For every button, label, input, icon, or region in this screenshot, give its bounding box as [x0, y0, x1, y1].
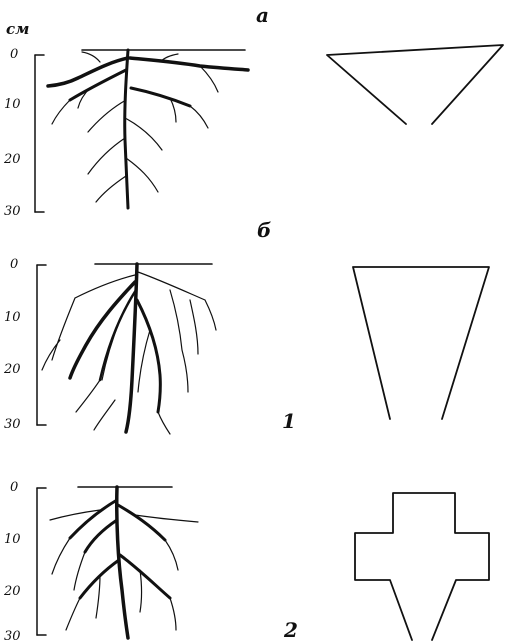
taproot	[125, 50, 128, 208]
main-root-branch	[131, 88, 190, 106]
tick-label: 30	[4, 629, 21, 644]
root-shape-schema	[327, 45, 503, 124]
panel-letter: б	[257, 218, 271, 242]
tick-label: 10	[4, 532, 21, 547]
panel-b: 0 10 20 30 б 1	[3, 218, 489, 434]
main-root-branch	[70, 70, 126, 100]
root-fibers	[52, 52, 218, 202]
main-root-branch	[85, 520, 117, 552]
panel-c: 0 10 20 30 2	[3, 480, 489, 644]
depth-scale: 0 10 20 30	[3, 257, 46, 432]
main-root-branch	[120, 555, 170, 598]
root-shape-schema	[355, 493, 489, 640]
tick-label: 0	[10, 257, 18, 272]
panel-number: 2	[283, 618, 298, 642]
main-root-branch	[48, 58, 128, 86]
tick-label: 10	[4, 97, 21, 112]
main-root-branch	[137, 300, 160, 412]
depth-scale: 0 10 20 30	[3, 480, 46, 644]
panel-a: 0 10 20 30 a	[3, 3, 503, 219]
main-root-branch	[118, 505, 165, 540]
main-root-branch	[130, 58, 248, 70]
main-root-branch	[70, 282, 135, 378]
unit-label: см	[6, 20, 29, 38]
root-drawing	[48, 50, 248, 208]
depth-scale: 0 10 20 30	[3, 47, 44, 219]
tick-label: 20	[3, 152, 21, 167]
tick-label: 30	[4, 204, 21, 219]
tick-label: 30	[4, 417, 21, 432]
root-drawing	[50, 487, 198, 638]
panel-number: 1	[282, 409, 296, 433]
tick-label: 0	[10, 480, 18, 495]
tick-label: 10	[4, 310, 21, 325]
tick-label: 20	[3, 584, 21, 599]
main-root-branch	[70, 500, 117, 538]
root-drawing	[42, 264, 216, 434]
root-shape-schema	[353, 267, 489, 419]
tick-label: 0	[10, 47, 18, 62]
tick-label: 20	[3, 362, 21, 377]
panel-letter: a	[256, 3, 269, 27]
